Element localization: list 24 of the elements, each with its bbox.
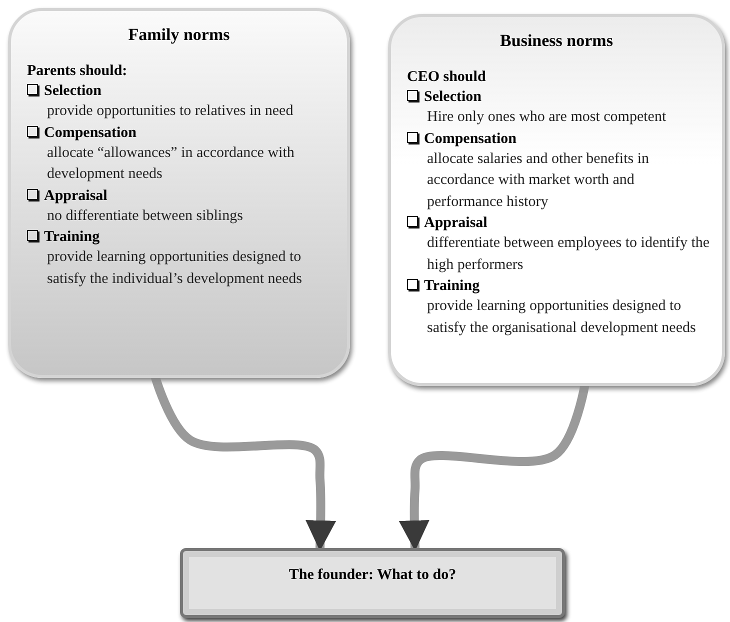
subheading: CEO should <box>407 68 487 87</box>
item-description: Hire only ones who are most competent <box>427 108 668 127</box>
item-description: allocate “allowances” in accordance with development needs <box>47 144 296 184</box>
item-description: provide opportunities to relatives in need <box>47 102 294 121</box>
item-title: Appraisal <box>44 188 108 204</box>
item-title: Compensation <box>44 124 137 140</box>
item-title: Appraisal <box>424 215 488 231</box>
card-heading: Family norms <box>127 25 231 45</box>
norms-card <box>388 14 725 386</box>
item-title: Compensation <box>424 130 517 146</box>
item-title: Selection <box>44 83 102 99</box>
card-heading: Business norms <box>499 31 614 51</box>
item-description: allocate salaries and other benefits in accordance with market worth and performance history <box>427 150 650 212</box>
item-title: Training <box>424 278 480 294</box>
subheading: Parents should: <box>27 62 128 81</box>
item-description: provide learning opportunities designed to satisfy the organisational development needs <box>427 297 697 338</box>
item-description: differentiate between employees to identify the high performers <box>427 234 711 274</box>
item-description: provide learning opportunities designed to satisfy the individual’s development needs <box>47 248 303 288</box>
item-title: Selection <box>424 89 482 105</box>
item-title: Training <box>44 229 100 245</box>
norms-card <box>8 8 350 378</box>
box-text: The founder: What to do? <box>288 566 458 585</box>
item-description: no differentiate between siblings <box>47 206 244 226</box>
process-box <box>180 548 565 618</box>
